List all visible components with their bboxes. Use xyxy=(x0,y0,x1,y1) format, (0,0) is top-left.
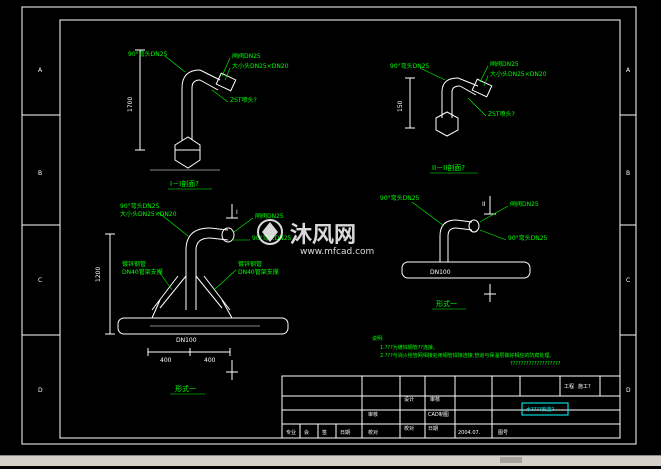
drawing-name-box xyxy=(521,402,569,416)
title-cell: CAD制图 xyxy=(428,411,449,418)
bottom-cell: 签 xyxy=(322,429,327,436)
label-nozzle: ZST喷头? xyxy=(488,110,515,118)
label-valve: 闸阀DN25 xyxy=(232,52,261,60)
border-mark: B xyxy=(626,170,630,177)
notes-line: ??????????????????? xyxy=(510,361,561,367)
watermark-logo-icon xyxy=(257,219,283,245)
label-reducer: 大小头DN25×DN20 xyxy=(232,62,289,70)
label-support-right2: DN40管架支撑 xyxy=(238,268,279,276)
label-reducer-top: 大小头DN25×DN20 xyxy=(120,210,177,218)
notes-line: 2.???与消火栓管网相接处用钢管焊接连接,管道与保温层做好相应的防腐处理。 xyxy=(380,352,554,359)
date-value: 2004.07. xyxy=(458,430,481,436)
bottom-cell: 会 xyxy=(304,429,309,436)
bottom-cell: 专业 xyxy=(286,429,296,436)
main-elevation-view xyxy=(105,204,289,380)
section-view-ii xyxy=(405,77,493,137)
bottom-cell: 校对 xyxy=(368,429,378,436)
sheet-label: 图号 xyxy=(498,430,508,436)
watermark-brand: 沐风网 xyxy=(290,223,356,248)
label-valve: 闸阀DN25 xyxy=(255,212,284,220)
horizontal-scrollbar[interactable] xyxy=(0,455,661,466)
label-valve: 闸阀DN25 xyxy=(490,60,519,68)
border-mark: D xyxy=(38,387,43,394)
section-mark: I xyxy=(236,209,238,216)
side-elevation-view xyxy=(401,196,531,302)
notes-line: 1.???为镀锌钢管??连接。 xyxy=(380,344,438,351)
title-cell: 日期 xyxy=(428,426,438,432)
section-mark: II xyxy=(482,201,486,208)
border-mark: A xyxy=(38,67,43,74)
dim-height: 1700 xyxy=(127,97,134,112)
label-reducer: 大小头DN25×DN20 xyxy=(490,70,547,78)
pipe-label: DN100 xyxy=(176,337,197,344)
scrollbar-thumb[interactable] xyxy=(500,457,522,463)
label-valve: 闸阀DN25 xyxy=(510,200,539,208)
border-mark: D xyxy=(626,387,631,394)
border-mark: B xyxy=(38,170,42,177)
border-mark: C xyxy=(38,277,42,284)
watermark: 沐风网 www.mfcad.com xyxy=(257,219,374,257)
label-nozzle: ZST喷头? xyxy=(230,96,257,104)
title-cell: 审核 xyxy=(430,396,440,403)
section-view-i xyxy=(135,49,237,171)
project-name: 施工? xyxy=(578,383,591,390)
dim-left: 400 xyxy=(160,357,172,364)
project-label: 工程 xyxy=(564,383,574,390)
border-mark: C xyxy=(626,277,630,284)
label-support-left2: DN40管架支撑 xyxy=(122,268,163,276)
notes-heading: 说明: xyxy=(372,335,384,342)
border-mark: A xyxy=(626,67,631,74)
label-support-right: 镀锌钢管 xyxy=(238,260,262,268)
dim-right: 400 xyxy=(204,357,216,364)
view-title: 形式一 xyxy=(175,384,196,393)
title-cell: 校对 xyxy=(404,425,414,432)
watermark-url: www.mfcad.com xyxy=(300,247,374,257)
label-elbow: 90°弯头DN25 xyxy=(128,50,168,58)
title-block xyxy=(281,375,621,439)
label-elbow-top: 90°弯头DN25 xyxy=(120,202,160,210)
bottom-cell: 日期 xyxy=(340,430,350,436)
label-support-left: 镀锌钢管 xyxy=(122,260,146,268)
dim-height: 1200 xyxy=(95,267,102,282)
title-cell: 设计 xyxy=(404,396,414,403)
section-title: II－II剖面? xyxy=(432,163,465,172)
section-title: I－I剖面? xyxy=(170,179,199,188)
label-elbow: 90°弯头DN25 xyxy=(390,62,430,70)
dim-height: 150 xyxy=(397,100,404,112)
title-cell: 审核 xyxy=(368,411,378,418)
label-elbow: 90°弯头DN25 xyxy=(380,194,420,202)
view-title: 形式一 xyxy=(436,299,457,308)
label-elbow2: 90°弯头DN25 xyxy=(508,234,548,242)
drawing-name: 水????安装? xyxy=(526,406,555,413)
pipe-label: DN100 xyxy=(430,269,451,276)
